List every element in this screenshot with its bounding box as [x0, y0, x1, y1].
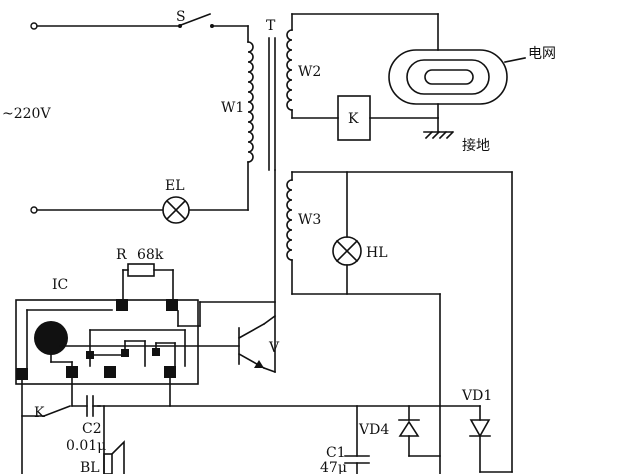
ic-chip — [34, 321, 68, 355]
capacitor-c2: C2 0.01μ — [66, 395, 106, 454]
speaker-bl-label: BL — [80, 460, 100, 474]
capacitor-c2-value: 0.01μ — [66, 438, 106, 454]
transformer-core: T — [266, 18, 276, 373]
diode-vd1: VD1 — [461, 388, 513, 473]
transistor-v-label: V — [268, 340, 280, 356]
resistor-r-label: R — [116, 247, 127, 263]
winding-w2: W2 — [286, 13, 439, 119]
ic-label: IC — [52, 277, 68, 293]
winding-w1-label: W1 — [221, 100, 244, 116]
lamp-hl-label: HL — [366, 245, 388, 261]
resistor-value-label: 68k — [137, 247, 164, 263]
switch-k-label: K — [34, 405, 45, 421]
lamp-el-label: EL — [165, 178, 185, 194]
ic: IC — [15, 277, 276, 385]
relay-k-label: K — [348, 111, 359, 127]
lamp-el: EL — [36, 178, 249, 224]
transistor-v: V — [59, 314, 280, 374]
ground-symbol: 接地 — [423, 130, 490, 154]
switch-s-label: S — [176, 9, 186, 25]
speaker-bl: BL — [80, 405, 125, 474]
resistor-r: R 68k — [116, 247, 174, 306]
winding-w2-label: W2 — [298, 64, 321, 80]
winding-w3-label: W3 — [298, 212, 321, 228]
diode-vd4: VD4 — [358, 405, 441, 457]
bottom-rail — [71, 377, 481, 407]
winding-w3: W3 — [286, 171, 513, 473]
relay-k: K — [291, 95, 439, 141]
grid-label: 电网 — [528, 46, 556, 62]
winding-w1: W1 — [221, 25, 254, 211]
mains-voltage-label: ~220V — [2, 106, 51, 122]
grid-coil: 电网 — [388, 46, 556, 105]
mains-input: ~220V — [2, 22, 51, 214]
diode-vd1-label: VD1 — [461, 388, 492, 404]
transformer-t-label: T — [266, 18, 276, 34]
capacitor-c1-value: 47μ — [320, 460, 347, 474]
switch-k: K — [21, 379, 72, 474]
ground-label: 接地 — [462, 137, 490, 154]
lamp-hl: HL — [291, 171, 441, 474]
capacitor-c1: C1 47μ — [320, 405, 370, 474]
capacitor-c2-label: C2 — [82, 421, 102, 437]
diode-vd4-label: VD4 — [358, 422, 389, 438]
switch-s: S — [36, 9, 249, 28]
capacitor-c1-label: C1 — [326, 445, 346, 461]
